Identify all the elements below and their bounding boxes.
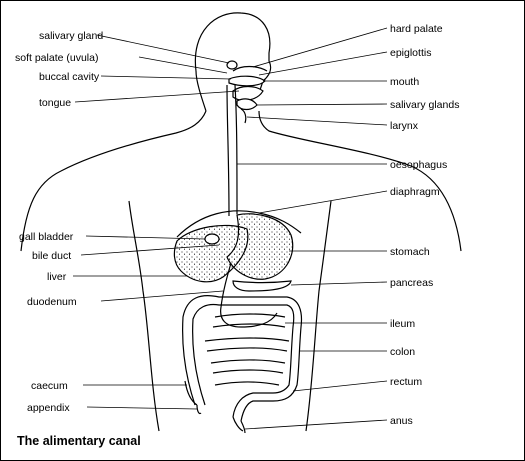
label-salivary-glands: salivary glands — [390, 99, 459, 111]
leader-lines — [73, 27, 388, 430]
head-outline — [195, 70, 207, 112]
diagram-caption: The alimentary canal — [17, 434, 141, 448]
label-hard-palate: hard palate — [390, 23, 443, 35]
label-appendix: appendix — [27, 402, 70, 414]
label-duodenum: duodenum — [27, 296, 77, 308]
gall-bladder-shape — [204, 233, 220, 245]
rectum-shape — [232, 416, 246, 434]
label-stomach: stomach — [390, 246, 430, 258]
salivary-gland-top-shape — [226, 60, 238, 70]
label-caecum: caecum — [31, 380, 68, 392]
label-rectum: rectum — [390, 376, 422, 388]
label-gall-bladder: gall bladder — [19, 231, 74, 243]
tongue-shape — [232, 85, 264, 101]
label-larynx: larynx — [390, 120, 419, 132]
label-liver: liver — [47, 271, 67, 283]
label-ileum: ileum — [390, 318, 415, 330]
label-colon: colon — [390, 346, 415, 358]
label-anus: anus — [390, 415, 413, 427]
buccal-cavity-shape — [228, 75, 266, 87]
appendix-shape — [196, 404, 202, 415]
label-oesophagus: oesophagus — [390, 159, 447, 171]
hard-palate-shape — [232, 65, 268, 72]
label-pancreas: pancreas — [390, 277, 433, 289]
label-salivary-gland: salivary gland — [39, 30, 103, 42]
stomach-shape — [226, 213, 294, 280]
pancreas-shape — [232, 280, 292, 292]
ileum-shape — [204, 313, 290, 386]
label-tongue: tongue — [39, 97, 71, 109]
label-mouth: mouth — [390, 76, 419, 88]
label-diaphragm: diaphragm — [390, 186, 440, 198]
duodenum-shape — [220, 262, 278, 328]
label-buccal-cavity: buccal cavity — [39, 71, 100, 83]
larynx-shape — [240, 108, 247, 124]
caecum-shape — [184, 380, 198, 406]
oesophagus-shape — [226, 84, 238, 217]
label-epiglottis: epiglottis — [390, 47, 431, 59]
label-soft-palate: soft palate (uvula) — [15, 52, 98, 64]
colon-shape — [182, 295, 303, 422]
label-bile-duct: bile duct — [32, 250, 71, 262]
diaphragm-shape — [176, 210, 302, 238]
body-outline — [20, 12, 462, 432]
salivary-glands-shape — [236, 98, 258, 111]
